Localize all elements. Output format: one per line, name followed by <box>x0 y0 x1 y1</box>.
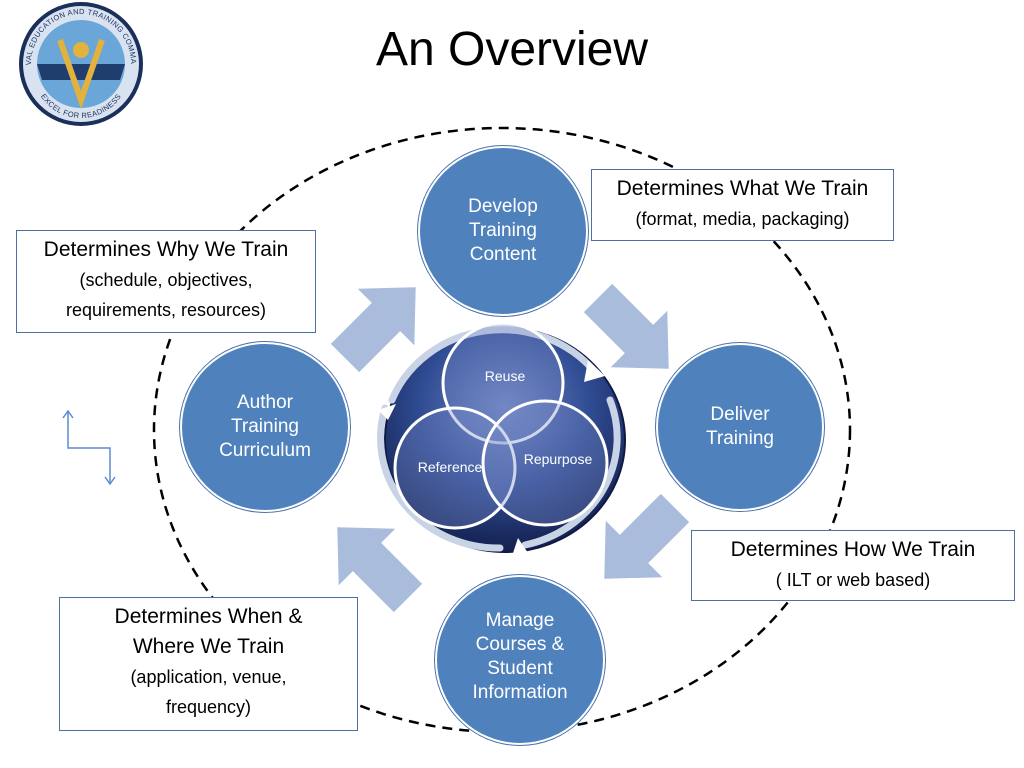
netc-logo: NAVAL EDUCATION AND TRAINING COMMAND EXC… <box>0 0 143 126</box>
venn-circle-repurpose <box>481 399 609 527</box>
arrow-develop-to-deliver <box>583 283 669 369</box>
callout-when-heading: Determines When & Where We Train <box>114 605 303 658</box>
callout-why-detail: (schedule, objectives, requirements, res… <box>65 270 267 320</box>
center-swirl-arrow <box>388 326 599 404</box>
node-deliver-training: Deliver Training <box>656 343 824 511</box>
callout-when-detail: (application, venue, frequency) <box>130 667 287 717</box>
center-swirl-arrow <box>377 404 504 552</box>
callout-what-we-train: Determines What We Train (format, media,… <box>591 169 894 241</box>
node-manage-courses: Manage Courses & Student Information <box>435 575 605 745</box>
callout-how-we-train: Determines How We Train ( ILT or web bas… <box>691 530 1015 601</box>
arrow-author-to-develop <box>330 287 416 373</box>
swirl-arrowhead <box>512 538 530 556</box>
connector-icon <box>62 409 116 486</box>
callout-why-heading: Determines Why We Train <box>43 238 289 261</box>
arrow-manage-to-author <box>337 527 423 613</box>
arrow-deliver-to-manage <box>604 493 690 579</box>
venn-circle-reference <box>393 406 517 530</box>
callout-what-heading: Determines What We Train <box>616 177 869 200</box>
callout-why-we-train: Determines Why We Train (schedule, objec… <box>16 230 316 333</box>
callout-how-heading: Determines How We Train <box>730 538 976 561</box>
callout-how-detail: ( ILT or web based) <box>775 570 931 590</box>
center-swirl-arrow <box>521 396 621 549</box>
venn-label-repurpose: Repurpose <box>523 451 593 467</box>
callout-what-detail: (format, media, packaging) <box>635 209 850 229</box>
node-author-training-curriculum: Author Training Curriculum <box>180 342 350 512</box>
venn-circle-reuse <box>441 321 565 445</box>
page-title: An Overview <box>375 23 649 76</box>
node-develop-training-content: Develop Training Content <box>418 146 588 316</box>
swirl-arrowhead <box>584 360 605 382</box>
venn-label-reuse: Reuse <box>484 368 526 384</box>
callout-when-where-we-train: Determines When & Where We Train (applic… <box>59 597 358 731</box>
venn-label-reference: Reference <box>417 459 483 475</box>
swirl-arrowhead <box>378 404 396 420</box>
